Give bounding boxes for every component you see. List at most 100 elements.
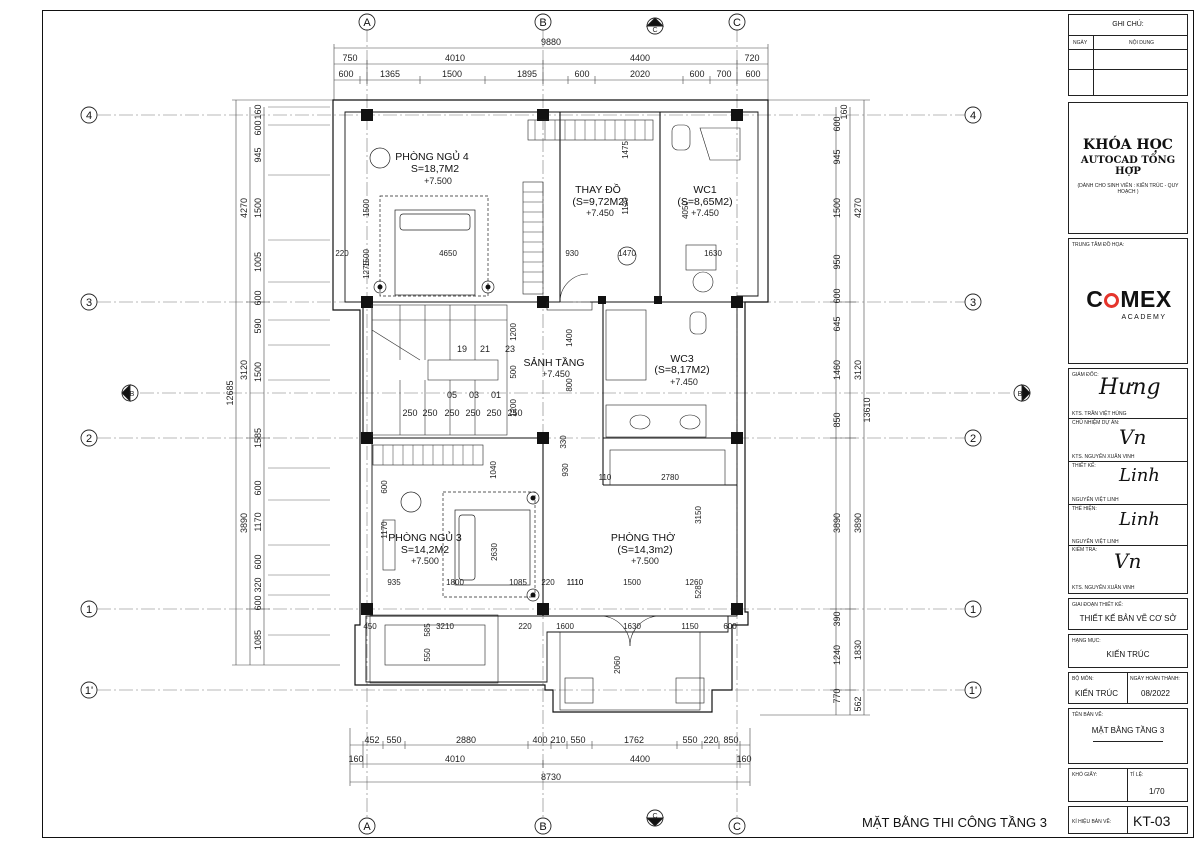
code-label: KÍ HIỆU BẢN VẼ: <box>1072 819 1112 825</box>
inner-dim-30: 1110 <box>567 578 584 587</box>
room-name-wc1: WC1 <box>693 184 716 196</box>
design-label: THIẾT KẾ: <box>1072 463 1096 469</box>
dim-left-in-5: 1005 <box>253 252 263 272</box>
axis-label-2-left: 2 <box>86 433 92 445</box>
dim-left-in-15: 1085 <box>253 630 263 650</box>
dim-right-mid-4: 1830 <box>853 640 863 660</box>
check-signature: Vn <box>1114 549 1142 573</box>
inner-dim-29: 2630 <box>490 543 499 561</box>
date-label: NGÀY HOÀN THÀNH: <box>1130 676 1180 682</box>
section-mark-c-top: C <box>652 27 657 34</box>
dim-top-r3-2: 1365 <box>380 69 400 79</box>
dim-top-r3-8: 700 <box>716 69 731 79</box>
inner-dim-24: 1170 <box>380 521 389 539</box>
room-level-bedroom3: +7.500 <box>411 556 439 566</box>
axis-label-4-right: 4 <box>970 110 976 122</box>
room-name-bedroom3: PHÒNG NGỦ 3 <box>388 531 462 544</box>
chair-name: KTS. NGUYỄN XUÂN VINH <box>1072 454 1135 460</box>
code-box: KÍ HIỆU BẢN VẼ: KT-03 <box>1068 806 1188 834</box>
dim-left-outer: 12685 <box>225 380 235 405</box>
dim-bot-r1-9: 220 <box>703 735 718 745</box>
comex-logo: C MEX <box>1069 286 1189 313</box>
dim-bot-total: 8730 <box>541 772 561 782</box>
notes-box: GHI CHÚ: NGÀY NỘI DUNG <box>1068 14 1188 96</box>
dim-bot-r1-6: 550 <box>570 735 585 745</box>
inner-dim-8: 1120 <box>621 197 630 215</box>
inner-dim-15: 800 <box>565 378 574 392</box>
room-area-dressing: (S=9,72M2) <box>572 196 627 208</box>
inner-dim-6: 930 <box>565 249 579 258</box>
inner-dim-31: 1500 <box>623 578 641 587</box>
axis-label-a-bottom: A <box>363 821 371 833</box>
inner-dim-20: 1110 <box>567 578 584 587</box>
dim-bot-r1-8: 550 <box>682 735 697 745</box>
design-signature: Linh <box>1119 465 1160 486</box>
signatures-box: GIÁM ĐỐC: Hưng KTS. TRẦN VIỆT HÙNG CHỦ N… <box>1068 368 1188 594</box>
scale-value: 1/70 <box>1149 787 1165 796</box>
inner-dim-32: 1260 <box>685 578 703 587</box>
inner-dim-5: 1275 <box>362 261 371 279</box>
dim-right-in-8: 1460 <box>832 360 842 380</box>
dim-right-outer: 13610 <box>862 397 872 422</box>
dim-left-in-9: 1585 <box>253 428 263 448</box>
logo-mex: MEX <box>1120 286 1172 312</box>
course-title-1: KHÓA HỌC <box>1083 137 1173 153</box>
stair-no-01: 01 <box>491 390 501 400</box>
stair-tread-1: 250 <box>402 408 417 418</box>
axis-label-2-right: 2 <box>970 433 976 445</box>
room-area-bedroom4: S=18,7M2 <box>411 163 459 175</box>
dim-right-mid-2: 3120 <box>853 360 863 380</box>
draw-name: NGUYỄN VIỆT LINH <box>1072 539 1119 545</box>
dim-right-in-3: 945 <box>832 149 842 164</box>
inner-dim-38: 220 <box>518 622 532 631</box>
axis-label-3-right: 3 <box>970 297 976 309</box>
title-block: GHI CHÚ: NGÀY NỘI DUNG KHÓA HỌC AUTOCAD … <box>1068 14 1190 834</box>
inner-dim-33: 3150 <box>694 506 703 524</box>
inner-dim-28: 935 <box>387 578 401 587</box>
inner-dim-42: 600 <box>723 622 737 631</box>
dim-bot-r2-2: 4010 <box>445 754 465 764</box>
inner-dim-16: 1200 <box>509 399 518 417</box>
inner-dim-25: 1800 <box>446 578 464 587</box>
inner-dim-10: 1470 <box>618 249 636 258</box>
code-value: KT-03 <box>1133 813 1171 829</box>
dim-right-in-4: 1500 <box>832 198 842 218</box>
dim-right-in-1: 160 <box>839 104 849 119</box>
dim-right-in-7: 645 <box>832 316 842 331</box>
axis-label-3-left: 3 <box>86 297 92 309</box>
logo-c: C <box>1086 286 1104 312</box>
dim-right-in-13: 770 <box>832 688 842 703</box>
axis-label-4-left: 4 <box>86 110 92 122</box>
stair-tread-5: 250 <box>486 408 501 418</box>
stair-no-05: 05 <box>447 390 457 400</box>
dim-right-in-14: 562 <box>853 696 863 711</box>
notes-col-date: NGÀY <box>1073 40 1088 46</box>
inner-dim-34: 528 <box>694 585 703 599</box>
axis-label-1p-left: 1' <box>85 685 93 697</box>
sheet-name-label: TÊN BẢN VẼ: <box>1072 712 1104 718</box>
course-box: KHÓA HỌC AUTOCAD TỔNG HỢP (DÀNH CHO SINH… <box>1068 102 1188 234</box>
inner-dim-9: 4050 <box>681 201 690 219</box>
axis-label-a-top: A <box>363 17 371 29</box>
dim-left-in-11: 1170 <box>253 512 263 531</box>
inner-dim-13: 1400 <box>565 329 574 347</box>
axis-label-c-top: C <box>733 17 741 29</box>
dim-bot-r2-4: 160 <box>736 754 751 764</box>
inner-dim-39: 1600 <box>556 622 574 631</box>
inner-dim-44: 2060 <box>613 656 622 674</box>
dim-right-mid-3: 3890 <box>853 513 863 533</box>
dim-right-in-6: 600 <box>832 288 842 303</box>
dim-left-in-13: 320 <box>253 577 263 592</box>
room-name-wc3: WC3 <box>670 353 693 365</box>
director-name: KTS. TRẦN VIỆT HÙNG <box>1072 411 1127 417</box>
dim-top-r2-2: 4010 <box>445 53 465 63</box>
dim-right-in-5: 950 <box>832 254 842 269</box>
axis-label-c-bottom: C <box>733 821 741 833</box>
dim-top-r3-5: 600 <box>574 69 589 79</box>
inner-dim-17: 330 <box>559 435 568 449</box>
room-level-bedroom4: +7.500 <box>424 176 452 186</box>
dim-bot-r1-7: 1762 <box>624 735 644 745</box>
stair-tread-3: 250 <box>444 408 459 418</box>
